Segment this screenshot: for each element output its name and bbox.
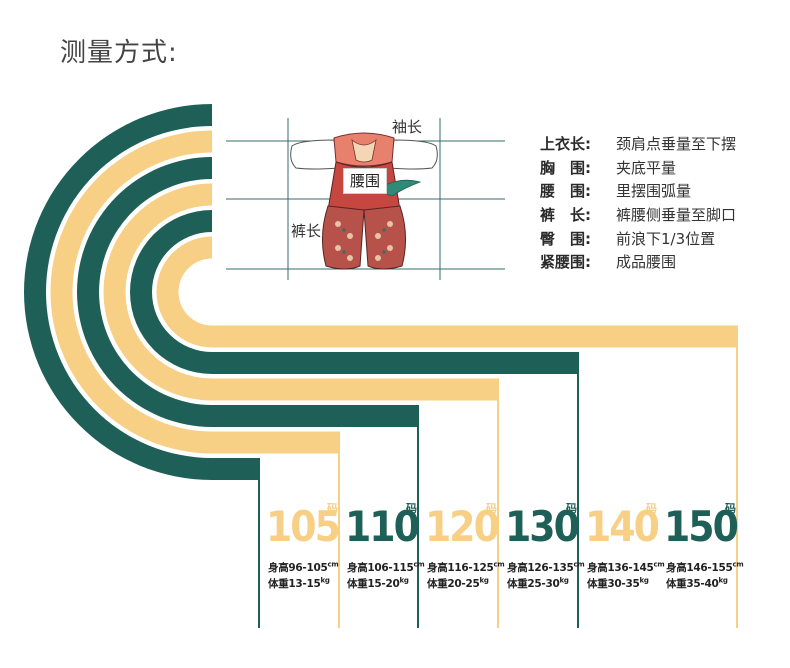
size-unit: 码: [725, 502, 736, 515]
height-range: 身高106-115cm: [347, 560, 425, 575]
measurement-row: 腰 围:里摆围弧量: [540, 182, 692, 201]
size-number: 130: [505, 502, 580, 551]
measurement-row: 紧腰围:成品腰围: [540, 253, 677, 272]
size-band: [103, 183, 500, 401]
weight-range: 体重20-25kg: [427, 576, 489, 591]
height-range: 身高136-145cm: [587, 560, 665, 575]
measurement-row: 臀 围:前浪下1/3位置: [540, 229, 716, 248]
weight-range: 体重13-15kg: [268, 576, 330, 591]
height-range: 身高116-125cm: [427, 560, 505, 575]
measurement-row: 上衣长:颈肩点垂量至下摆: [540, 135, 737, 154]
height-range: 身高126-135cm: [507, 560, 585, 575]
size-unit: 码: [566, 502, 577, 515]
height-range: 身高146-155cm: [666, 560, 744, 575]
size-unit: 码: [327, 502, 338, 515]
garment-illustration: [290, 132, 438, 270]
size-number: 150: [664, 502, 739, 551]
pants-length-label: 裤长: [291, 222, 322, 240]
waist-label: 腰围: [343, 168, 387, 194]
sleeve-length-label: 袖长: [392, 118, 423, 136]
size-bands: [24, 104, 738, 628]
measurement-row: 裤 长:裤腰侧垂量至脚口: [540, 206, 737, 225]
measurement-row: 胸 围:夹底平量: [540, 158, 677, 177]
size-band: [130, 210, 579, 374]
weight-range: 体重35-40kg: [666, 576, 728, 591]
height-range: 身高96-105cm: [268, 560, 339, 575]
size-unit: 码: [646, 502, 657, 515]
size-number: 105: [266, 502, 341, 551]
size-band: [156, 236, 738, 348]
size-unit: 码: [486, 502, 497, 515]
size-number: 120: [425, 502, 500, 551]
size-number: 110: [345, 502, 420, 551]
weight-range: 体重25-30kg: [507, 576, 569, 591]
size-unit: 码: [406, 502, 417, 515]
size-number: 140: [585, 502, 660, 551]
page-title: 测量方式:: [60, 38, 178, 68]
weight-range: 体重15-20kg: [347, 576, 409, 591]
measurement-list: 上衣长:颈肩点垂量至下摆 胸 围:夹底平量 腰 围:里摆围弧量 裤 长:裤腰侧垂…: [540, 132, 780, 274]
weight-range: 体重30-35kg: [587, 576, 649, 591]
